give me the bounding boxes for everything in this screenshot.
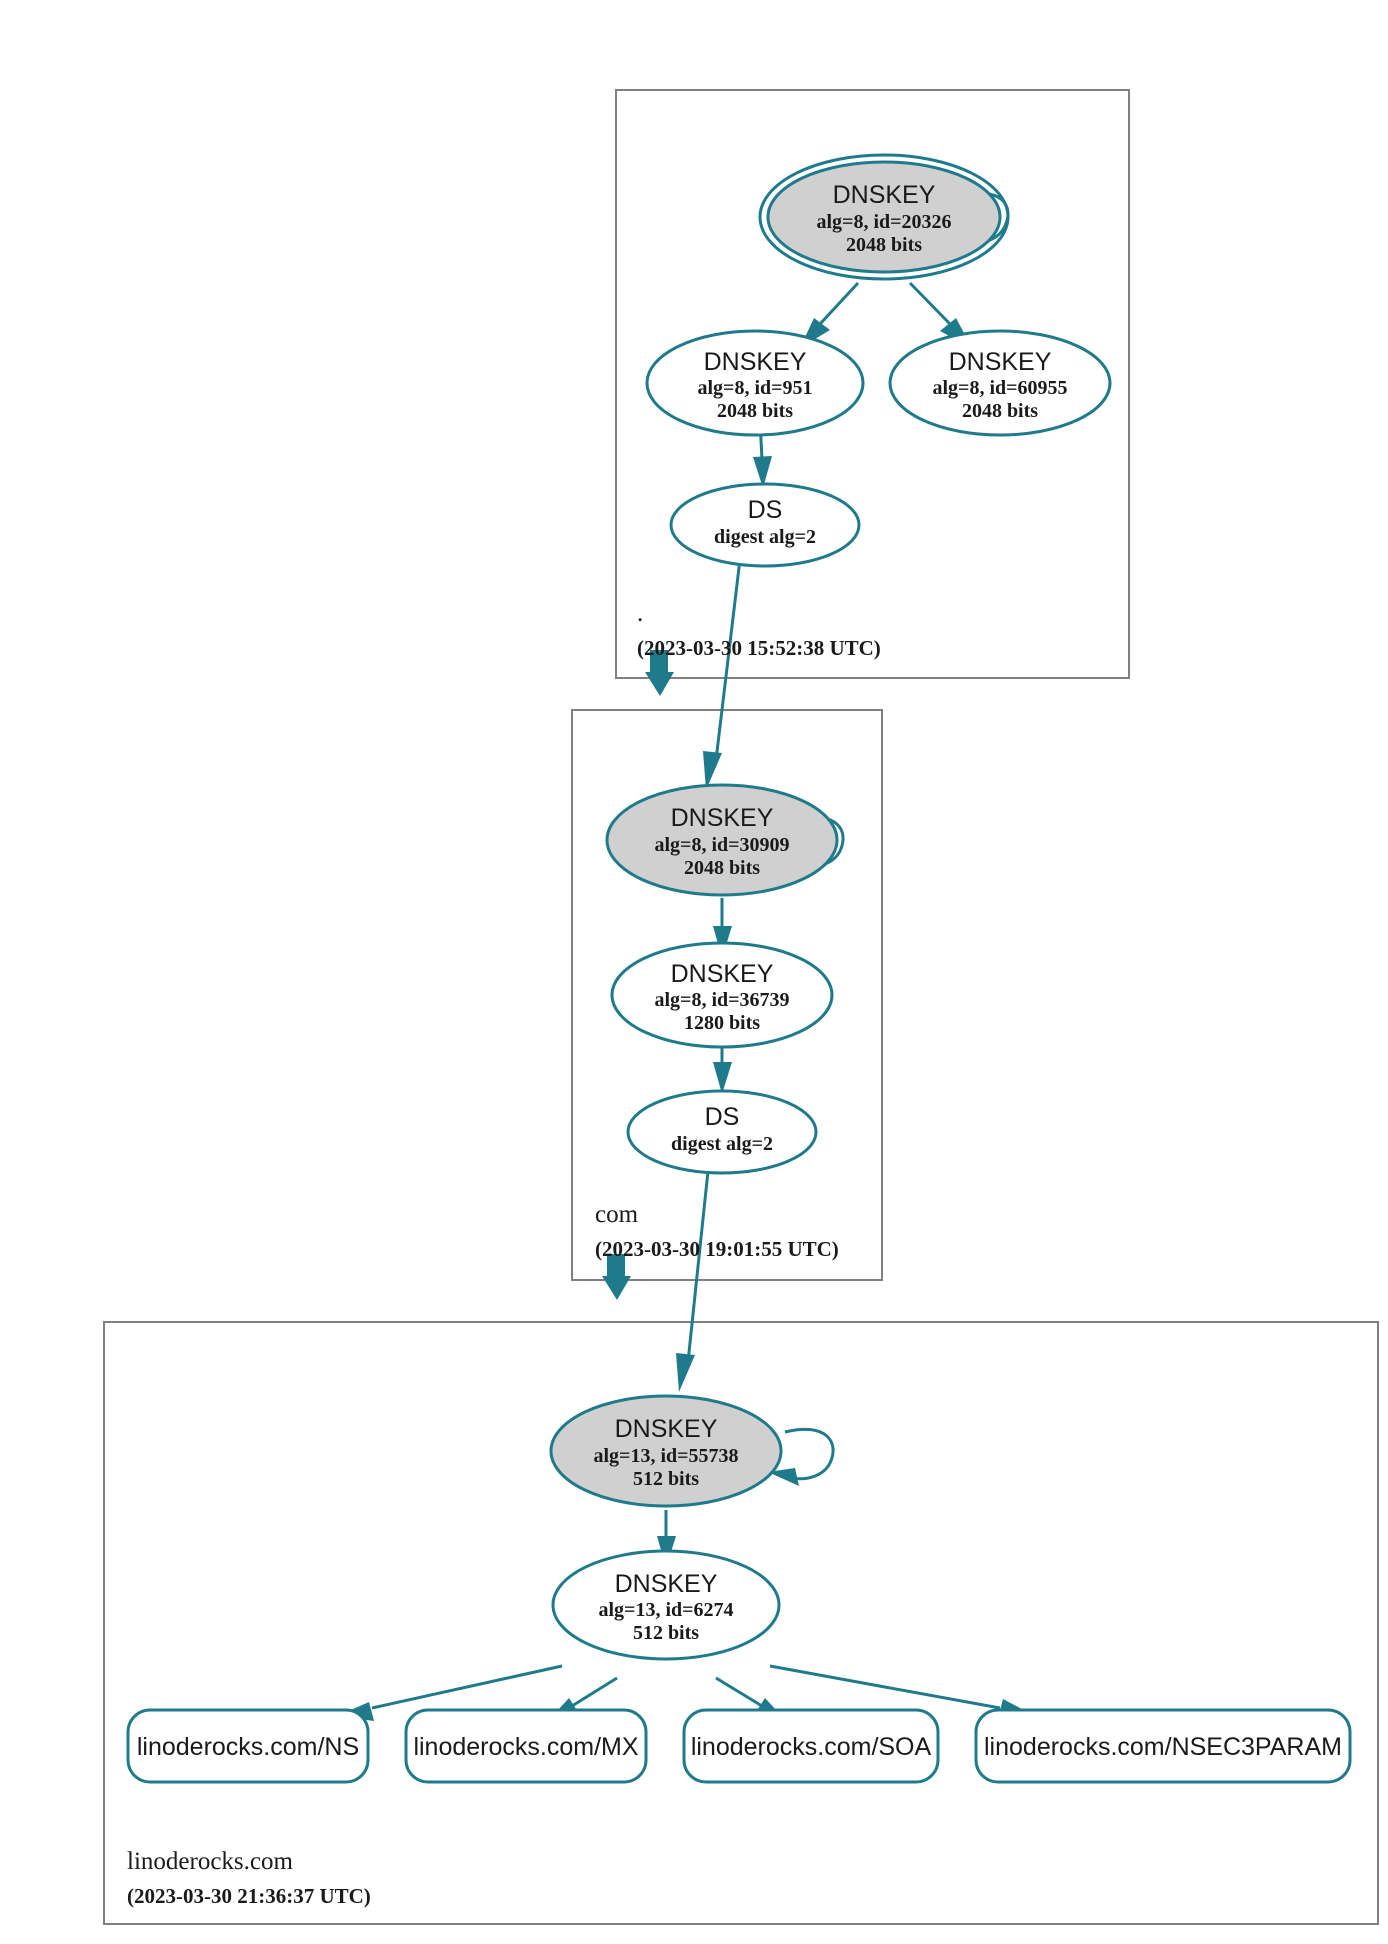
node-size: 2048 bits	[962, 400, 1038, 422]
node-com-dnskey-30909[interactable]: DNSKEY alg=8, id=30909 2048 bits	[605, 783, 839, 897]
zone-label-com: com	[595, 1201, 639, 1228]
edge-com-ds-to-linoderocks-ksk	[676, 1151, 712, 1392]
node-root-dnskey-60955[interactable]: DNSKEY alg=8, id=60955 2048 bits	[888, 329, 1112, 437]
node-size: 1280 bits	[684, 1012, 760, 1034]
self-signature-loop-linoderocks-ksk	[768, 1427, 835, 1486]
node-size: 2048 bits	[684, 857, 760, 879]
delegation-arrow-com-to-linoderocks	[602, 1254, 631, 1300]
rrset-node-nsec3param[interactable]: linoderocks.com/NSEC3PARAM	[974, 1708, 1352, 1784]
node-size: 2048 bits	[846, 234, 922, 256]
edge-root-ds-to-com-ksk	[703, 550, 743, 790]
node-title: DNSKEY	[949, 348, 1052, 376]
rrset-node-mx[interactable]: linoderocks.com/MX	[404, 1708, 648, 1784]
rrset-node-ns[interactable]: linoderocks.com/NS	[126, 1708, 370, 1784]
node-size: 512 bits	[633, 1468, 699, 1490]
node-params: alg=8, id=60955	[932, 377, 1067, 399]
delegation-arrow-root-to-com	[645, 650, 674, 696]
node-title: DNSKEY	[833, 181, 936, 209]
rrset-node-soa[interactable]: linoderocks.com/SOA	[682, 1708, 940, 1784]
node-size: 2048 bits	[717, 400, 793, 422]
node-com-ds[interactable]: DS digest alg=2	[626, 1089, 818, 1175]
node-com-dnskey-36739[interactable]: DNSKEY alg=8, id=36739 1280 bits	[610, 941, 834, 1049]
rrset-label: linoderocks.com/SOA	[691, 1733, 932, 1761]
node-title: DNSKEY	[671, 804, 774, 832]
zone-timestamp-root: (2023-03-30 15:52:38 UTC)	[637, 636, 881, 660]
node-params: alg=13, id=6274	[598, 1599, 733, 1621]
rrset-label: linoderocks.com/MX	[413, 1733, 638, 1761]
node-size: 512 bits	[633, 1622, 699, 1644]
node-root-dnskey-951[interactable]: DNSKEY alg=8, id=951 2048 bits	[645, 329, 865, 437]
rrset-label: linoderocks.com/NSEC3PARAM	[984, 1733, 1342, 1761]
node-params: alg=8, id=30909	[654, 834, 789, 856]
node-root-ds[interactable]: DS digest alg=2	[669, 482, 861, 568]
zone-timestamp-linoderocks: (2023-03-30 21:36:37 UTC)	[127, 1884, 371, 1908]
node-title: DS	[705, 1103, 740, 1131]
node-params: alg=13, id=55738	[593, 1445, 738, 1467]
node-params: alg=8, id=951	[697, 377, 812, 399]
node-params: alg=8, id=20326	[816, 211, 951, 233]
node-title: DNSKEY	[615, 1415, 718, 1443]
node-params: digest alg=2	[714, 526, 816, 548]
node-title: DNSKEY	[615, 1570, 718, 1598]
node-title: DNSKEY	[704, 348, 807, 376]
zone-timestamp-com: (2023-03-30 19:01:55 UTC)	[595, 1237, 839, 1261]
node-title: DS	[748, 496, 783, 524]
node-linoderocks-dnskey-6274[interactable]: DNSKEY alg=13, id=6274 512 bits	[551, 1549, 781, 1661]
zone-label-root: .	[637, 600, 643, 627]
zone-label-linoderocks: linoderocks.com	[127, 1848, 293, 1875]
rrset-label: linoderocks.com/NS	[137, 1733, 359, 1761]
node-title: DNSKEY	[671, 960, 774, 988]
node-params: digest alg=2	[671, 1133, 773, 1155]
node-root-dnskey-20326[interactable]: DNSKEY alg=8, id=20326 2048 bits	[758, 153, 1010, 281]
node-params: alg=8, id=36739	[654, 989, 789, 1011]
node-linoderocks-dnskey-55738[interactable]: DNSKEY alg=13, id=55738 512 bits	[549, 1394, 783, 1508]
